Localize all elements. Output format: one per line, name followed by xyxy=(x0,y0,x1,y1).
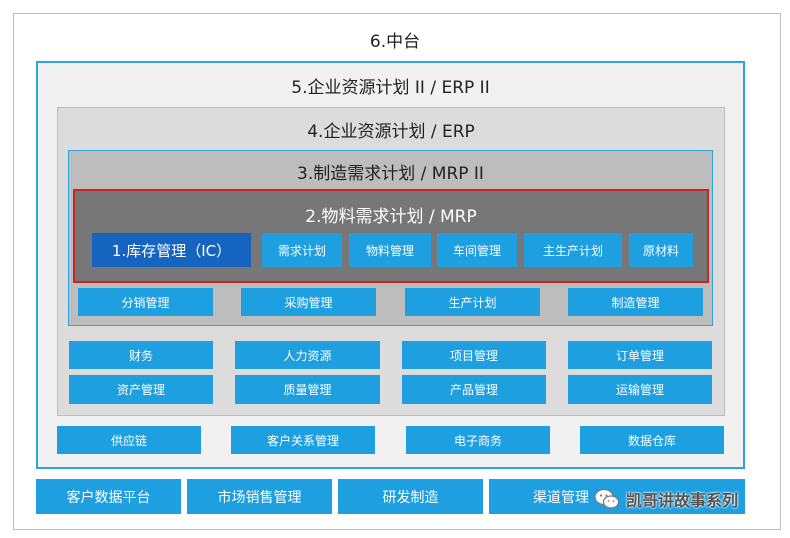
level2-title: 2.物料需求计划 / MRP xyxy=(305,207,477,227)
level4-title: 4.企业资源计划 / ERP xyxy=(307,122,475,142)
erp-module-quality-mgmt: 质量管理 xyxy=(235,375,380,404)
level6-title: 6.中台 xyxy=(369,32,421,52)
erp-module-product-mgmt: 产品管理 xyxy=(402,375,546,404)
mrp-module-demand-plan: 需求计划 xyxy=(262,233,342,267)
erp-module-asset-mgmt: 资产管理 xyxy=(69,375,213,404)
watermark: 凯哥讲故事系列 xyxy=(594,486,770,512)
mrp-module-raw-material: 原材料 xyxy=(629,233,693,267)
erp-module-project-mgmt: 项目管理 xyxy=(402,341,546,369)
zhongtai-module-rd-manufacturing: 研发制造 xyxy=(338,479,483,514)
erp-module-finance: 财务 xyxy=(69,341,213,369)
erp2-module-crm: 客户关系管理 xyxy=(231,426,375,454)
zhongtai-module-marketing-sales: 市场销售管理 xyxy=(187,479,332,514)
mrp-module-master-production-plan: 主生产计划 xyxy=(524,233,622,267)
mrp-module-material-mgmt: 物料管理 xyxy=(349,233,431,267)
erp2-module-ecommerce: 电子商务 xyxy=(406,426,550,454)
erp2-module-supply-chain: 供应链 xyxy=(57,426,201,454)
level1-ic-box: 1.库存管理（IC） xyxy=(92,233,251,267)
erp-module-order-mgmt: 订单管理 xyxy=(568,341,712,369)
erp2-module-data-warehouse: 数据仓库 xyxy=(580,426,724,454)
mrp2-module-production-plan: 生产计划 xyxy=(405,288,540,316)
zhongtai-module-cdp: 客户数据平台 xyxy=(36,479,181,514)
level3-title: 3.制造需求计划 / MRP II xyxy=(297,164,484,184)
wechat-icon xyxy=(594,488,620,510)
mrp2-module-distribution-mgmt: 分销管理 xyxy=(78,288,213,316)
mrp2-module-manufacturing-mgmt: 制造管理 xyxy=(568,288,703,316)
channel-mgmt-label: 渠道管理 xyxy=(533,490,589,506)
zhongtai-module-channel-mgmt: 渠道管理 xyxy=(489,479,745,514)
level5-title: 5.企业资源计划 II / ERP II xyxy=(291,78,490,98)
erp-module-hr: 人力资源 xyxy=(235,341,380,369)
mrp2-module-purchase-mgmt: 采购管理 xyxy=(241,288,376,316)
watermark-text: 凯哥讲故事系列 xyxy=(626,491,739,510)
erp-module-transport-mgmt: 运输管理 xyxy=(568,375,712,404)
mrp-module-workshop-mgmt: 车间管理 xyxy=(437,233,517,267)
